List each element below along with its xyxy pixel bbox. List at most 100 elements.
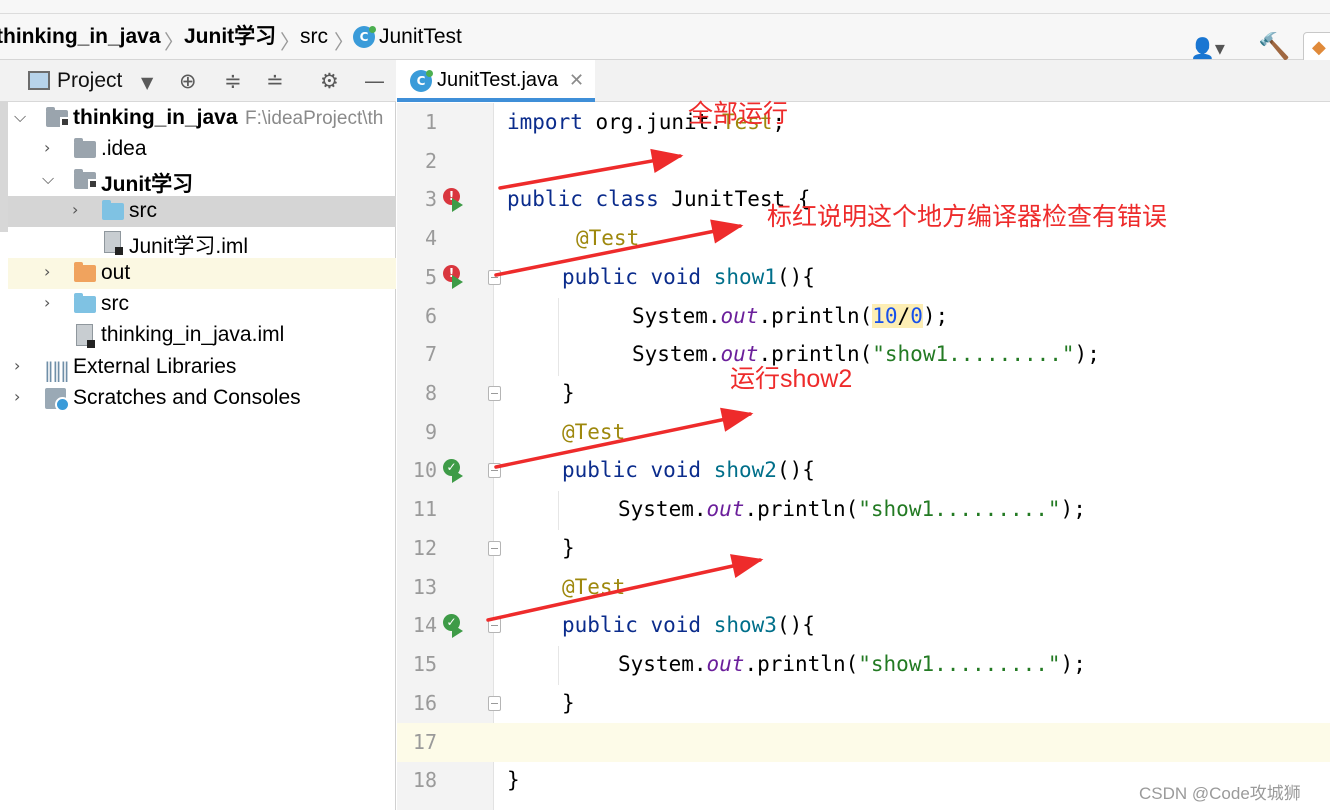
- chevron-down-icon[interactable]: ⌵: [14, 107, 27, 126]
- tree-item-label: thinking_in_java: [73, 106, 238, 129]
- play-icon: [452, 624, 463, 638]
- string-token: "show1.........": [858, 652, 1061, 676]
- tree-item-project-root[interactable]: ⌵ thinking_in_java F:\ideaProject\th: [8, 103, 396, 134]
- build-hammer-icon[interactable]: 🔨: [1258, 32, 1291, 62]
- keyword-token: import: [507, 110, 583, 134]
- annotation-token: Test: [721, 110, 773, 134]
- keyword-token: public void: [562, 458, 702, 482]
- tree-item-out[interactable]: › out: [8, 258, 396, 289]
- tree-item-idea[interactable]: › .idea: [8, 134, 396, 165]
- breadcrumb-separator-icon: 〉: [334, 30, 354, 54]
- line-number: 8: [424, 381, 437, 405]
- number-token: 0: [910, 304, 923, 328]
- tree-item-label: thinking_in_java.iml: [101, 323, 285, 346]
- fold-marker-icon[interactable]: [488, 541, 501, 556]
- tree-item-junit-module[interactable]: ⌵ Junit学习: [8, 165, 396, 196]
- breadcrumb-module[interactable]: Junit学习: [184, 25, 277, 48]
- chevron-down-icon[interactable]: ⌵: [42, 169, 55, 188]
- code-token: }: [562, 381, 575, 405]
- code-token: .println(: [758, 304, 873, 328]
- chevron-right-icon[interactable]: ›: [44, 293, 51, 312]
- tree-item-label: External Libraries: [73, 355, 237, 378]
- code-line-9: @Test: [562, 413, 625, 452]
- run-show2-test-icon[interactable]: ✓: [443, 459, 465, 483]
- code-token: }: [507, 768, 520, 792]
- tree-item-path: F:\ideaProject\th: [245, 108, 384, 129]
- code-line-4: @Test: [576, 219, 639, 258]
- annotation-token: @Test: [562, 575, 626, 599]
- module-marker-icon: [60, 117, 70, 127]
- line-number: 12: [412, 536, 437, 560]
- tree-item-label: out: [101, 261, 131, 284]
- hide-panel-icon[interactable]: —: [364, 69, 385, 93]
- panel-scroll-edge: [0, 102, 8, 232]
- breadcrumb-folder[interactable]: src: [300, 25, 328, 48]
- breadcrumb-project[interactable]: thinking_in_java: [0, 25, 161, 48]
- line-number: 18: [412, 768, 437, 792]
- current-line-highlight: [397, 723, 1330, 762]
- fold-marker-icon[interactable]: [488, 386, 501, 401]
- code-line-12: }: [562, 529, 575, 568]
- java-class-icon: C: [410, 70, 433, 92]
- fold-marker-icon[interactable]: [488, 463, 501, 478]
- code-token: ;: [772, 110, 786, 134]
- keyword-token: public void: [562, 265, 702, 289]
- gear-icon[interactable]: ⚙: [320, 69, 339, 93]
- collapse-all-icon[interactable]: ≐: [266, 69, 284, 93]
- code-token: );: [922, 304, 949, 328]
- chevron-right-icon[interactable]: ›: [44, 262, 51, 281]
- code-token: .println(: [758, 342, 873, 366]
- code-line-15: System.out.println("show1.........");: [618, 645, 1086, 684]
- chevron-right-icon[interactable]: ›: [44, 138, 51, 157]
- expand-all-icon[interactable]: ≑: [224, 69, 242, 93]
- field-token: out: [706, 497, 745, 521]
- line-number: 15: [412, 652, 437, 676]
- code-token: }: [562, 536, 575, 560]
- tab-junittest-java[interactable]: C JunitTest.java ✕: [397, 60, 595, 102]
- indent-guide: [558, 298, 559, 376]
- breadcrumb-separator-icon: 〉: [164, 30, 184, 54]
- code-line-14: public void show3(){: [562, 606, 815, 645]
- indent-guide: [558, 491, 559, 530]
- editor-tab-bar: C JunitTest.java ✕: [397, 60, 1330, 102]
- user-dropdown-icon[interactable]: 👤▾: [1190, 36, 1225, 60]
- fold-marker-icon[interactable]: [488, 270, 501, 285]
- tree-item-project-iml[interactable]: thinking_in_java.iml: [8, 320, 396, 351]
- source-folder-icon: [74, 293, 96, 313]
- chevron-right-icon[interactable]: ›: [14, 387, 21, 406]
- code-line-5: public void show1(){: [562, 258, 815, 297]
- code-line-3: public class JunitTest {: [507, 180, 810, 219]
- breadcrumb-file[interactable]: JunitTest: [379, 25, 462, 48]
- project-view-title[interactable]: Project: [57, 69, 123, 92]
- indent-guide: [558, 646, 559, 685]
- line-number: 5: [424, 265, 437, 289]
- project-toolbar: Project ▼ ⊕ ≑ ≐ ⚙ —: [0, 60, 396, 102]
- tree-item-scratches[interactable]: › Scratches and Consoles: [8, 383, 396, 414]
- code-token: System.: [632, 304, 721, 328]
- tree-item-junit-src[interactable]: › src: [8, 196, 396, 227]
- field-token: out: [720, 342, 759, 366]
- chevron-right-icon[interactable]: ›: [14, 356, 21, 375]
- chevron-right-icon[interactable]: ›: [72, 200, 79, 219]
- fold-marker-icon[interactable]: [488, 618, 501, 633]
- tree-item-junit-iml[interactable]: Junit学习.iml: [8, 227, 396, 258]
- tree-item-label: src: [101, 292, 129, 315]
- fold-marker-icon[interactable]: [488, 696, 501, 711]
- code-token: (){: [776, 613, 815, 637]
- project-view-icon: [28, 71, 50, 90]
- locate-file-icon[interactable]: ⊕: [179, 69, 197, 93]
- close-icon[interactable]: ✕: [569, 70, 585, 91]
- breadcrumb: thinking_in_java 〉 Junit学习 〉 src 〉 C Jun…: [0, 14, 1330, 66]
- run-show1-test-icon[interactable]: !: [443, 265, 465, 289]
- run-show3-test-icon[interactable]: ✓: [443, 614, 465, 638]
- tree-item-external-libraries[interactable]: › ‖‖‖ External Libraries: [8, 352, 396, 383]
- tree-item-src[interactable]: › src: [8, 289, 396, 320]
- code-line-7: System.out.println("show1.........");: [632, 335, 1100, 374]
- tab-label: JunitTest.java: [437, 69, 559, 91]
- project-tool-window: Project ▼ ⊕ ≑ ≐ ⚙ — ⌵ thinking_in_java F…: [0, 60, 396, 810]
- code-line-11: System.out.println("show1.........");: [618, 490, 1086, 529]
- chevron-down-icon[interactable]: ▼: [141, 73, 154, 92]
- number-token: 10: [872, 304, 898, 328]
- tree-item-label: Junit学习.iml: [129, 235, 249, 258]
- run-all-tests-icon[interactable]: !: [443, 188, 465, 212]
